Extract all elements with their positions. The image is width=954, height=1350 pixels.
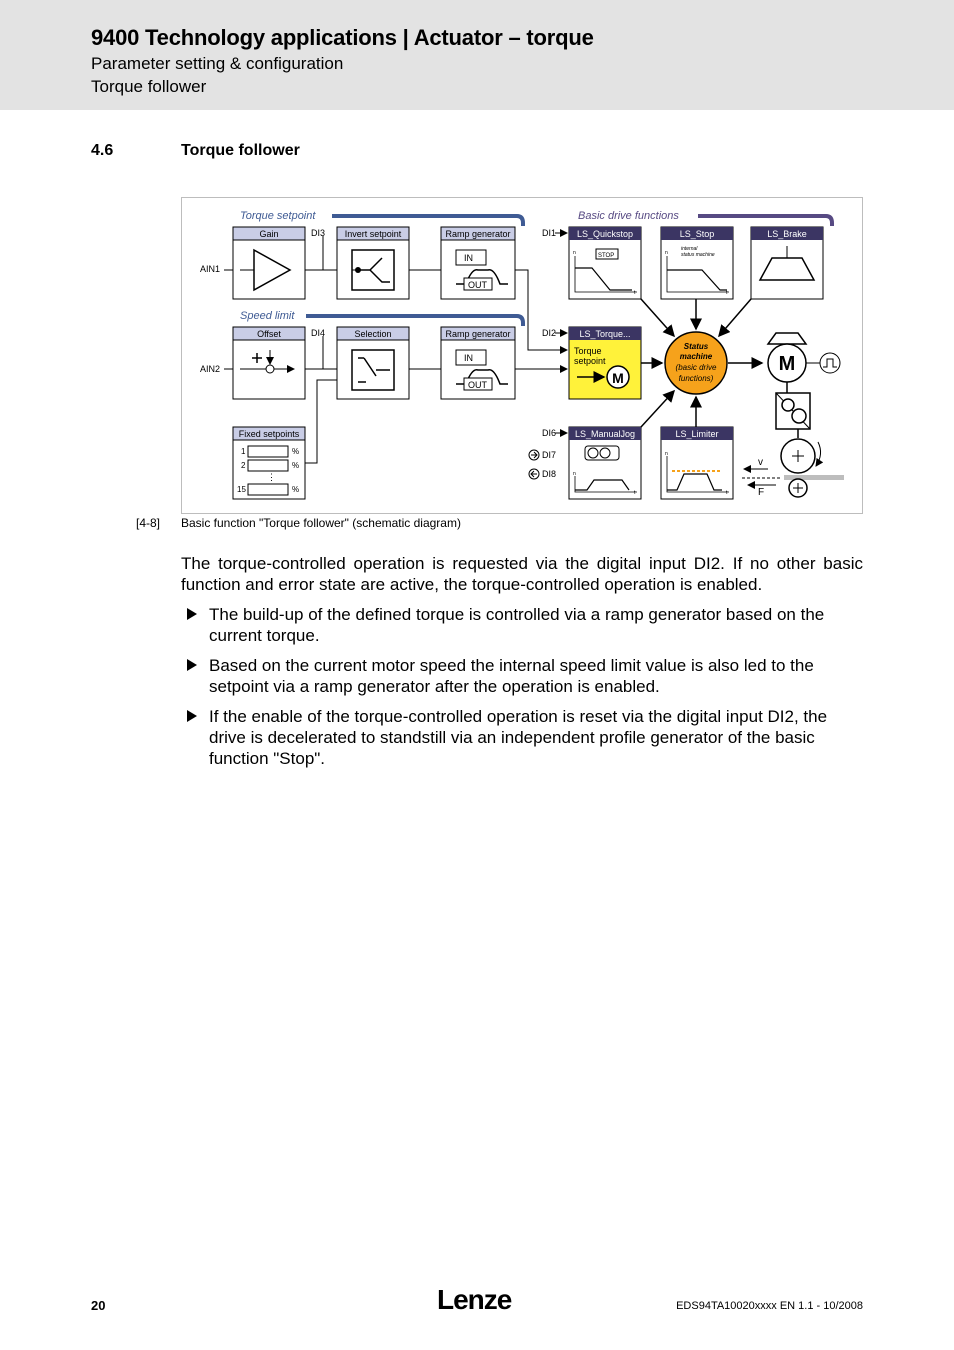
svg-text:F: F: [758, 487, 764, 498]
svg-text:%: %: [292, 485, 299, 494]
ls-quickstop-block: LS_Quickstop STOP n t: [568, 226, 642, 300]
svg-text:1: 1: [241, 447, 246, 456]
bullet-triangle-icon: [187, 710, 197, 722]
svg-text:2: 2: [241, 461, 246, 470]
svg-text:OUT: OUT: [468, 380, 488, 390]
bullet-list: The build-up of the defined torque is co…: [181, 604, 863, 778]
svg-text:AIN1: AIN1: [200, 264, 220, 274]
ls-brake-block: LS_Brake: [750, 226, 824, 300]
svg-text:Ramp generator: Ramp generator: [445, 329, 510, 339]
figure-caption: Basic function "Torque follower" (schema…: [181, 516, 461, 530]
ls-stop-block: LS_Stop internal status machine n t: [660, 226, 734, 300]
fixed-setpoints-block: Fixed setpoints 1 % 2 % ⋮ 15 %: [232, 426, 306, 500]
svg-text:setpoint: setpoint: [574, 356, 606, 366]
svg-text:DI3: DI3: [311, 228, 325, 238]
selection-block: Selection: [336, 326, 410, 400]
svg-text:LS_Limiter: LS_Limiter: [675, 429, 718, 439]
ls-manualjog-block: LS_ManualJog n t: [568, 426, 642, 500]
svg-text:Speed limit: Speed limit: [240, 310, 295, 322]
ramp-generator-2: Ramp generator IN OUT: [440, 326, 516, 400]
svg-text:Fixed setpoints: Fixed setpoints: [239, 429, 300, 439]
svg-text:⋮: ⋮: [267, 472, 276, 482]
svg-text:DI6: DI6: [542, 428, 556, 438]
svg-text:n: n: [665, 451, 668, 457]
svg-text:Basic drive functions: Basic drive functions: [578, 210, 679, 222]
svg-text:(basic drive: (basic drive: [676, 363, 717, 372]
svg-text:STOP: STOP: [598, 253, 614, 259]
svg-text:status machine: status machine: [681, 252, 715, 258]
gain-block: Gain: [232, 226, 306, 300]
svg-text:LS_Quickstop: LS_Quickstop: [577, 229, 633, 239]
svg-text:%: %: [292, 461, 299, 470]
svg-text:OUT: OUT: [468, 280, 488, 290]
svg-text:M: M: [612, 370, 624, 386]
svg-text:LS_ManualJog: LS_ManualJog: [575, 429, 635, 439]
svg-text:n: n: [573, 250, 576, 256]
svg-text:n: n: [573, 471, 576, 477]
ls-torque-block: LS_Torque... Torque setpoint M: [568, 326, 642, 400]
ramp-generator-1: Ramp generator IN OUT: [440, 226, 516, 300]
bullet-triangle-icon: [187, 608, 197, 620]
svg-text:IN: IN: [464, 353, 473, 363]
list-item: Based on the current motor speed the int…: [181, 655, 863, 697]
svg-text:DI8: DI8: [542, 469, 556, 479]
svg-text:Ramp generator: Ramp generator: [445, 229, 510, 239]
svg-text:t: t: [634, 290, 636, 296]
svg-text:IN: IN: [464, 253, 473, 263]
offset-block: Offset: [232, 326, 306, 400]
basic-functions-group-bar: [578, 214, 834, 226]
svg-text:M: M: [779, 353, 796, 375]
list-item: The build-up of the defined torque is co…: [181, 604, 863, 646]
motor-icon: M v F: [742, 332, 844, 498]
svg-text:n: n: [665, 250, 668, 256]
page-number: 20: [91, 1298, 106, 1313]
svg-text:LS_Torque...: LS_Torque...: [579, 329, 630, 339]
ls-limiter-block: LS_Limiter n t: [660, 426, 734, 500]
status-machine: Status machine (basic drive functions): [664, 331, 728, 395]
svg-text:15: 15: [237, 485, 246, 494]
svg-text:Torque setpoint: Torque setpoint: [240, 210, 316, 222]
lenze-logo: Lenze: [437, 1284, 512, 1315]
svg-text:AIN2: AIN2: [200, 364, 220, 374]
svg-text:t: t: [726, 490, 728, 496]
svg-text:machine: machine: [680, 352, 713, 361]
svg-text:DI1: DI1: [542, 228, 556, 238]
figure-number: [4-8]: [136, 516, 161, 530]
svg-text:Invert setpoint: Invert setpoint: [345, 229, 402, 239]
document-id: EDS94TA10020xxxx EN 1.1 - 10/2008: [676, 1300, 863, 1312]
svg-text:Offset: Offset: [257, 329, 281, 339]
list-item: If the enable of the torque-controlled o…: [181, 706, 863, 769]
svg-text:functions): functions): [679, 374, 714, 383]
svg-text:v: v: [758, 457, 763, 468]
svg-text:t: t: [726, 290, 728, 296]
invert-setpoint-block: Invert setpoint: [336, 226, 410, 300]
svg-text:internal: internal: [681, 246, 698, 252]
section-number: 4.6: [91, 142, 114, 159]
torque-setpoint-group-bar: [240, 214, 525, 226]
svg-text:Selection: Selection: [354, 329, 391, 339]
page-header: 9400 Technology applications | Actuator …: [0, 0, 954, 110]
schematic-diagram: Torque setpoint Speed limit Basic drive …: [181, 197, 863, 514]
svg-text:LS_Brake: LS_Brake: [767, 229, 807, 239]
svg-text:Torque: Torque: [574, 346, 602, 356]
page-title: 9400 Technology applications | Actuator …: [91, 25, 594, 50]
bullet-triangle-icon: [187, 659, 197, 671]
svg-text:%: %: [292, 447, 299, 456]
svg-text:t: t: [634, 490, 636, 496]
body-paragraph: The torque-controlled operation is reque…: [181, 554, 863, 594]
svg-text:DI2: DI2: [542, 328, 556, 338]
svg-text:Status: Status: [684, 342, 709, 351]
speed-limit-group-bar: [240, 314, 525, 326]
section-title: Torque follower: [181, 142, 300, 159]
svg-text:LS_Stop: LS_Stop: [680, 229, 715, 239]
page-subtitle-2: Torque follower: [91, 77, 207, 96]
svg-text:DI4: DI4: [311, 328, 325, 338]
page-subtitle: Parameter setting & configuration: [91, 54, 344, 73]
svg-text:Gain: Gain: [259, 229, 278, 239]
svg-text:DI7: DI7: [542, 450, 556, 460]
